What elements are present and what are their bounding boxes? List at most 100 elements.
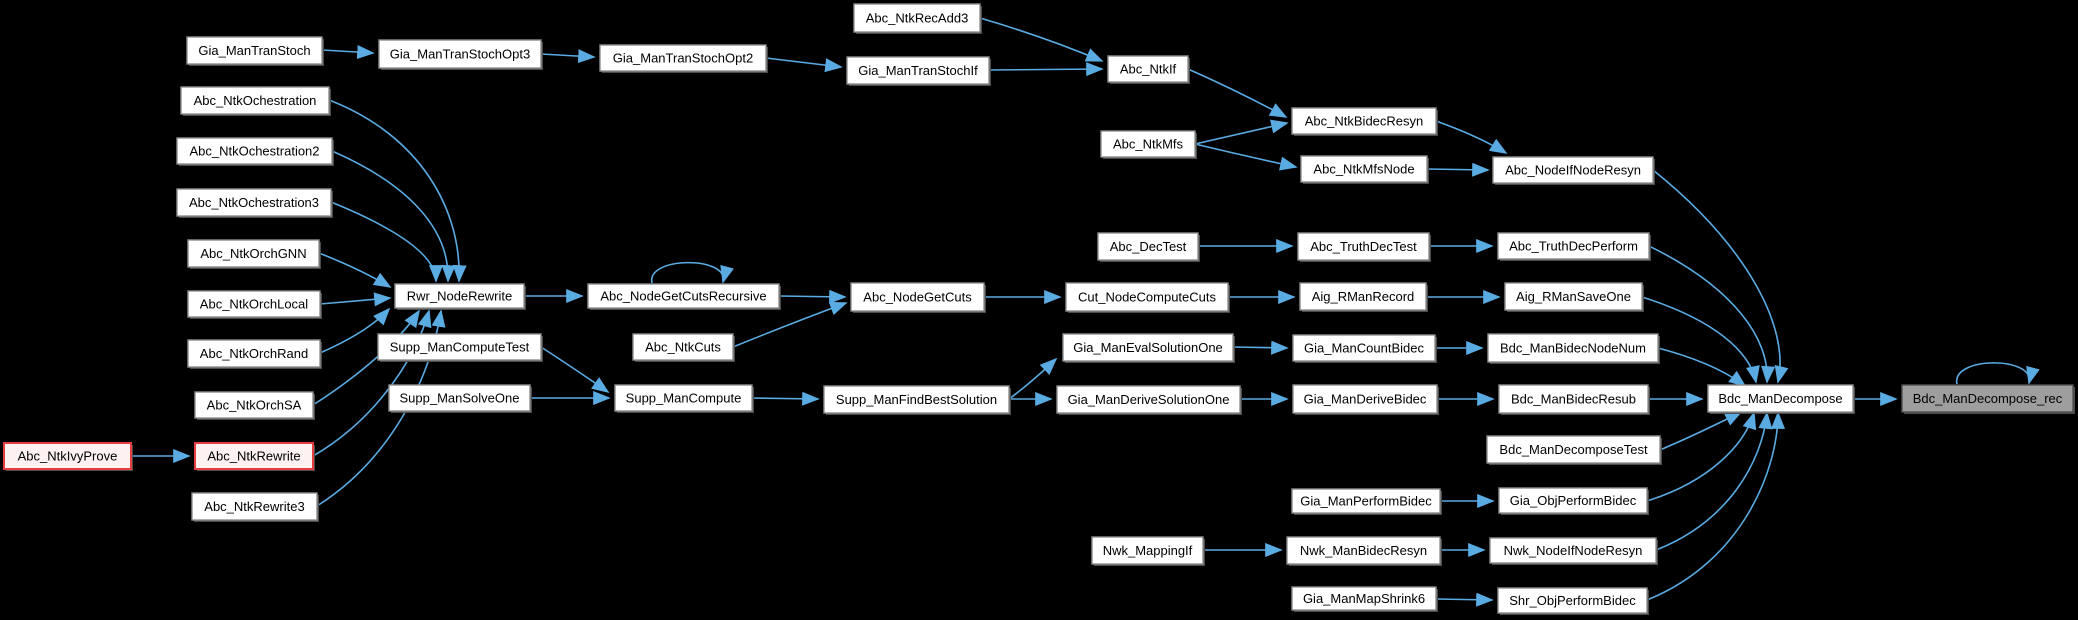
- edge-Abc_NtkOchestration-Rwr_NodeRewrite: [328, 99, 467, 283]
- node-Supp_ManFindBestSolution[interactable]: Supp_ManFindBestSolution: [823, 385, 1011, 415]
- node-Abc_NtkOchestration3[interactable]: Abc_NtkOchestration3: [176, 188, 333, 218]
- node-Gia_ManCountBidec[interactable]: Gia_ManCountBidec: [1292, 334, 1437, 363]
- node-Bdc_ManDecompose[interactable]: Bdc_ManDecompose: [1707, 384, 1855, 414]
- edge-Bdc_ManDecomposeTest-Bdc_ManDecompose: [1659, 411, 1743, 451]
- node-Abc_NtkMfsNode[interactable]: Abc_NtkMfsNode: [1300, 155, 1429, 184]
- svg-text:Nwk_MappingIf: Nwk_MappingIf: [1103, 543, 1193, 558]
- node-Gia_ManTranStoch[interactable]: Gia_ManTranStoch: [186, 36, 324, 66]
- edge-Abc_NtkOrchSA-Rwr_NodeRewrite: [312, 309, 420, 406]
- svg-text:Abc_NtkOchestration2: Abc_NtkOchestration2: [189, 144, 319, 159]
- node-Bdc_ManBidecNodeNum[interactable]: Bdc_ManBidecNodeNum: [1487, 333, 1660, 364]
- svg-text:Gia_ManPerformBidec: Gia_ManPerformBidec: [1300, 494, 1432, 509]
- node-Abc_NtkRewrite3[interactable]: Abc_NtkRewrite3: [191, 492, 319, 522]
- svg-text:Abc_NtkRecAdd3: Abc_NtkRecAdd3: [866, 11, 969, 26]
- node-Supp_ManCompute[interactable]: Supp_ManCompute: [614, 384, 754, 413]
- edge-Abc_NtkOrchGNN-Rwr_NodeRewrite: [318, 252, 392, 288]
- node-Abc_NtkOrchSA[interactable]: Abc_NtkOrchSA: [194, 391, 315, 420]
- svg-text:Abc_NtkMfsNode: Abc_NtkMfsNode: [1313, 162, 1414, 177]
- svg-text:Abc_NtkRewrite: Abc_NtkRewrite: [207, 449, 300, 464]
- svg-text:Supp_ManComputeTest: Supp_ManComputeTest: [390, 340, 530, 355]
- node-Abc_NtkMfs[interactable]: Abc_NtkMfs: [1100, 130, 1197, 159]
- node-Aig_RManRecord[interactable]: Aig_RManRecord: [1299, 282, 1428, 312]
- node-Gia_ManTranStochIf[interactable]: Gia_ManTranStochIf: [846, 56, 991, 86]
- edge-Abc_NtkMfs-Abc_NtkMfsNode: [1194, 143, 1298, 171]
- node-Abc_NtkRewrite[interactable]: Abc_NtkRewrite: [194, 442, 315, 471]
- edge-Gia_ObjPerformBidec-Bdc_ManDecompose: [1646, 411, 1757, 502]
- svg-text:Supp_ManSolveOne: Supp_ManSolveOne: [400, 391, 520, 406]
- node-Bdc_ManDecompose_rec[interactable]: Bdc_ManDecompose_rec: [1901, 384, 2075, 414]
- node-Gia_ObjPerformBidec[interactable]: Gia_ObjPerformBidec: [1498, 487, 1649, 515]
- node-Abc_NodeGetCuts[interactable]: Abc_NodeGetCuts: [850, 282, 986, 313]
- node-Abc_DecTest[interactable]: Abc_DecTest: [1097, 232, 1200, 262]
- node-Abc_NtkIvyProve[interactable]: Abc_NtkIvyProve: [3, 442, 133, 471]
- node-Abc_NtkOchestration2[interactable]: Abc_NtkOchestration2: [176, 137, 334, 166]
- svg-text:Gia_ManEvalSolutionOne: Gia_ManEvalSolutionOne: [1073, 340, 1223, 355]
- node-Gia_ManPerformBidec[interactable]: Gia_ManPerformBidec: [1291, 488, 1442, 515]
- node-Abc_NtkOrchRand[interactable]: Abc_NtkOrchRand: [187, 339, 322, 369]
- svg-text:Abc_NtkOrchGNN: Abc_NtkOrchGNN: [200, 246, 306, 261]
- node-Abc_TruthDecTest[interactable]: Abc_TruthDecTest: [1297, 232, 1431, 262]
- node-Gia_ManTranStochOpt3[interactable]: Gia_ManTranStochOpt3: [378, 39, 543, 70]
- svg-text:Shr_ObjPerformBidec: Shr_ObjPerformBidec: [1509, 593, 1636, 608]
- svg-text:Abc_NtkRewrite3: Abc_NtkRewrite3: [204, 499, 304, 514]
- svg-text:Bdc_ManBidecNodeNum: Bdc_ManBidecNodeNum: [1500, 341, 1646, 356]
- node-Bdc_ManBidecResub[interactable]: Bdc_ManBidecResub: [1498, 384, 1650, 415]
- svg-text:Gia_ManCountBidec: Gia_ManCountBidec: [1304, 341, 1424, 356]
- node-Gia_ManEvalSolutionOne[interactable]: Gia_ManEvalSolutionOne: [1062, 333, 1235, 363]
- edge-Nwk_NodeIfNodeResyn-Bdc_ManDecompose: [1655, 411, 1773, 551]
- node-Gia_ManMapShrink6[interactable]: Gia_ManMapShrink6: [1291, 586, 1438, 612]
- svg-text:Abc_NtkIvyProve: Abc_NtkIvyProve: [18, 449, 118, 464]
- node-Abc_NtkOrchLocal[interactable]: Abc_NtkOrchLocal: [187, 290, 322, 319]
- node-Abc_NtkOrchGNN[interactable]: Abc_NtkOrchGNN: [187, 239, 321, 269]
- svg-text:Abc_NtkOchestration: Abc_NtkOchestration: [194, 93, 317, 108]
- node-Gia_ManDeriveBidec[interactable]: Gia_ManDeriveBidec: [1292, 384, 1439, 415]
- node-Nwk_ManBidecResyn[interactable]: Nwk_ManBidecResyn: [1286, 536, 1442, 566]
- node-Supp_ManComputeTest[interactable]: Supp_ManComputeTest: [377, 333, 543, 362]
- edge-Gia_ManTranStochOpt2-Gia_ManTranStochIf: [765, 57, 843, 73]
- svg-text:Gia_ManTranStoch: Gia_ManTranStoch: [198, 43, 310, 58]
- svg-text:Abc_NtkOrchSA: Abc_NtkOrchSA: [207, 398, 302, 413]
- svg-text:Rwr_NodeRewrite: Rwr_NodeRewrite: [407, 289, 512, 304]
- svg-text:Gia_ManTranStochOpt3: Gia_ManTranStochOpt3: [390, 47, 530, 62]
- node-Gia_ManTranStochOpt2[interactable]: Gia_ManTranStochOpt2: [599, 44, 768, 73]
- edge-Abc_NtkOrchRand-Rwr_NodeRewrite: [319, 307, 391, 354]
- svg-text:Bdc_ManDecomposeTest: Bdc_ManDecomposeTest: [1499, 442, 1648, 457]
- svg-text:Supp_ManFindBestSolution: Supp_ManFindBestSolution: [836, 392, 997, 407]
- node-Abc_NtkIf[interactable]: Abc_NtkIf: [1107, 55, 1190, 84]
- node-layer: Abc_NtkIvyProve Gia_ManTranStoch Abc_Ntk…: [3, 3, 2075, 615]
- svg-text:Cut_NodeComputeCuts: Cut_NodeComputeCuts: [1078, 290, 1217, 305]
- svg-text:Gia_ManMapShrink6: Gia_ManMapShrink6: [1303, 591, 1425, 606]
- svg-text:Abc_DecTest: Abc_DecTest: [1110, 239, 1187, 254]
- svg-text:Abc_NtkOchestration3: Abc_NtkOchestration3: [189, 195, 319, 210]
- svg-text:Bdc_ManBidecResub: Bdc_ManBidecResub: [1511, 392, 1636, 407]
- svg-text:Abc_TruthDecPerform: Abc_TruthDecPerform: [1509, 239, 1638, 254]
- node-Abc_NtkCuts[interactable]: Abc_NtkCuts: [632, 333, 735, 362]
- node-Abc_NodeGetCutsRecursive[interactable]: Abc_NodeGetCutsRecursive: [587, 283, 781, 310]
- node-Gia_ManDeriveSolutionOne[interactable]: Gia_ManDeriveSolutionOne: [1056, 385, 1242, 415]
- node-Abc_NtkRecAdd3[interactable]: Abc_NtkRecAdd3: [853, 3, 982, 34]
- node-Abc_NtkOchestration[interactable]: Abc_NtkOchestration: [180, 86, 331, 116]
- svg-text:Gia_ObjPerformBidec: Gia_ObjPerformBidec: [1510, 493, 1637, 508]
- node-Bdc_ManDecomposeTest[interactable]: Bdc_ManDecomposeTest: [1486, 435, 1662, 465]
- node-Abc_NodeIfNodeResyn[interactable]: Abc_NodeIfNodeResyn: [1492, 156, 1655, 185]
- edge-Abc_NtkMfsNode-Abc_NodeIfNodeResyn: [1426, 162, 1490, 177]
- svg-text:Nwk_ManBidecResyn: Nwk_ManBidecResyn: [1300, 543, 1427, 558]
- edge-Abc_NtkOchestration2-Rwr_NodeRewrite: [331, 150, 456, 283]
- edge-Bdc_ManDecompose_rec-self: [1956, 362, 2040, 385]
- svg-text:Abc_NtkIf: Abc_NtkIf: [1120, 62, 1177, 77]
- edge-Supp_ManCompute-Supp_ManFindBestSolution: [751, 391, 820, 406]
- node-Nwk_MappingIf[interactable]: Nwk_MappingIf: [1091, 536, 1205, 566]
- edge-Abc_TruthDecPerform-Bdc_ManDecompose: [1648, 245, 1776, 384]
- svg-text:Supp_ManCompute: Supp_ManCompute: [626, 391, 742, 406]
- node-Supp_ManSolveOne[interactable]: Supp_ManSolveOne: [388, 384, 532, 413]
- node-Abc_TruthDecPerform[interactable]: Abc_TruthDecPerform: [1497, 232, 1651, 261]
- node-Nwk_NodeIfNodeResyn[interactable]: Nwk_NodeIfNodeResyn: [1489, 537, 1658, 565]
- node-Rwr_NodeRewrite[interactable]: Rwr_NodeRewrite: [394, 283, 526, 310]
- node-Aig_RManSaveOne[interactable]: Aig_RManSaveOne: [1504, 282, 1644, 312]
- edge-Abc_NtkIf-Abc_NtkBidecResyn: [1187, 68, 1288, 118]
- node-Cut_NodeComputeCuts[interactable]: Cut_NodeComputeCuts: [1065, 282, 1230, 313]
- node-Abc_NtkBidecResyn[interactable]: Abc_NtkBidecResyn: [1291, 107, 1438, 136]
- node-Shr_ObjPerformBidec[interactable]: Shr_ObjPerformBidec: [1497, 587, 1649, 615]
- edge-Gia_ManTranStoch-Gia_ManTranStochOpt3: [321, 45, 375, 60]
- svg-text:Abc_NtkMfs: Abc_NtkMfs: [1113, 137, 1184, 152]
